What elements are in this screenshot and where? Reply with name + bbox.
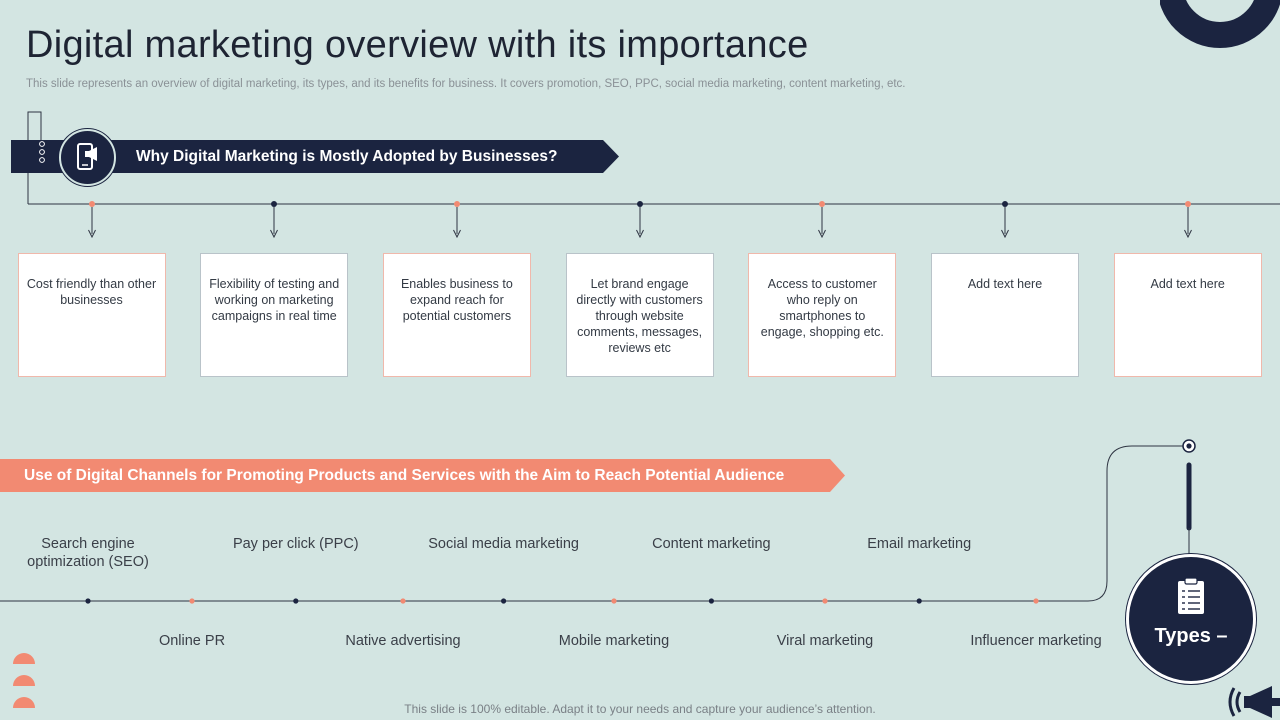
decorative-ring	[1160, 0, 1280, 48]
banner-dots	[39, 141, 45, 163]
channel-label: Social media marketing	[428, 536, 579, 552]
megaphone-icon	[1228, 686, 1280, 718]
channel-label: Online PR	[158, 633, 226, 649]
timeline-dot	[822, 598, 828, 604]
reason-box: Add text here	[1113, 253, 1262, 377]
page-title: Digital marketing overview with its impo…	[26, 24, 809, 66]
timeline-dot	[189, 598, 195, 604]
reason-marker	[1001, 201, 1009, 238]
timeline-dot	[916, 598, 922, 604]
decorative-half-circle	[13, 653, 35, 664]
reason-marker	[818, 201, 827, 238]
decorative-half-circle	[13, 675, 35, 686]
section2-heading: Use of Digital Channels for Promoting Pr…	[24, 467, 785, 484]
timeline-dot	[400, 598, 406, 604]
channels-timeline	[0, 439, 1196, 604]
timeline-dot	[611, 598, 617, 604]
types-badge	[1126, 554, 1256, 684]
channel-label: Native advertising	[345, 633, 461, 649]
mobile-marketing-icon	[77, 143, 97, 170]
reason-box: Flexibility of testing and working on ma…	[200, 253, 349, 377]
reason-box: Enables business to expand reach for pot…	[382, 253, 531, 377]
section1-heading: Why Digital Marketing is Mostly Adopted …	[136, 148, 558, 165]
reason-marker	[635, 201, 644, 238]
footer-note: This slide is 100% editable. Adapt it to…	[404, 702, 876, 716]
channel-label: Email marketing	[867, 536, 972, 552]
section2-banner	[0, 459, 845, 492]
page-subtitle: This slide represents an overview of dig…	[26, 78, 906, 90]
channel-label: Search engine optimization (SEO)	[27, 536, 149, 570]
timeline-dot	[85, 598, 91, 604]
reason-box: Let brand engage directly with customers…	[565, 253, 714, 377]
reason-box: Add text here	[931, 253, 1079, 377]
mobile-marketing-badge	[59, 129, 116, 186]
channel-label: Influencer marketing	[970, 633, 1102, 649]
timeline-dot	[708, 598, 715, 604]
types-label: Types –	[1154, 625, 1228, 647]
decorative-half-circle	[13, 697, 35, 708]
timeline-dot	[293, 598, 299, 604]
channel-label: Mobile marketing	[558, 633, 670, 649]
reason-box: Cost friendly than other businesses	[17, 253, 166, 377]
reason-marker	[1183, 201, 1192, 238]
channel-label: Viral marketing	[776, 633, 874, 649]
reason-marker	[87, 201, 96, 238]
timeline-dot	[501, 598, 507, 604]
channel-label: Content marketing	[652, 536, 771, 552]
clipboard-checklist-icon	[1178, 577, 1204, 614]
reason-marker	[452, 201, 461, 238]
reason-box: Access to customer who reply on smartpho…	[748, 253, 897, 377]
reason-marker	[270, 201, 279, 238]
timeline-dot	[1033, 598, 1039, 604]
channel-label: Pay per click (PPC)	[232, 536, 359, 552]
